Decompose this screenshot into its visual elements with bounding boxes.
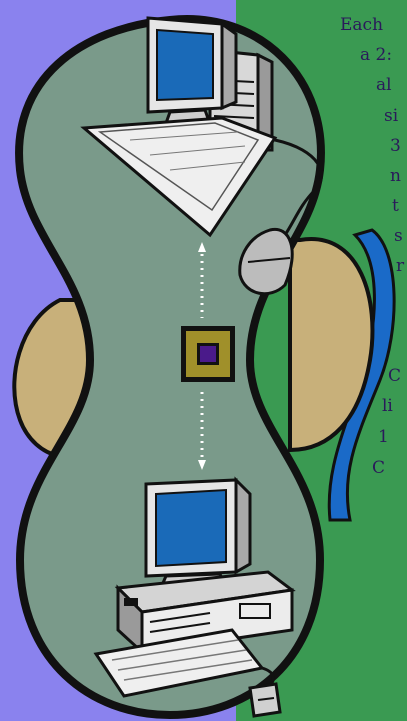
processor-chip-icon <box>181 326 235 382</box>
monitor-screen <box>156 490 226 566</box>
monitor-screen <box>157 30 213 100</box>
